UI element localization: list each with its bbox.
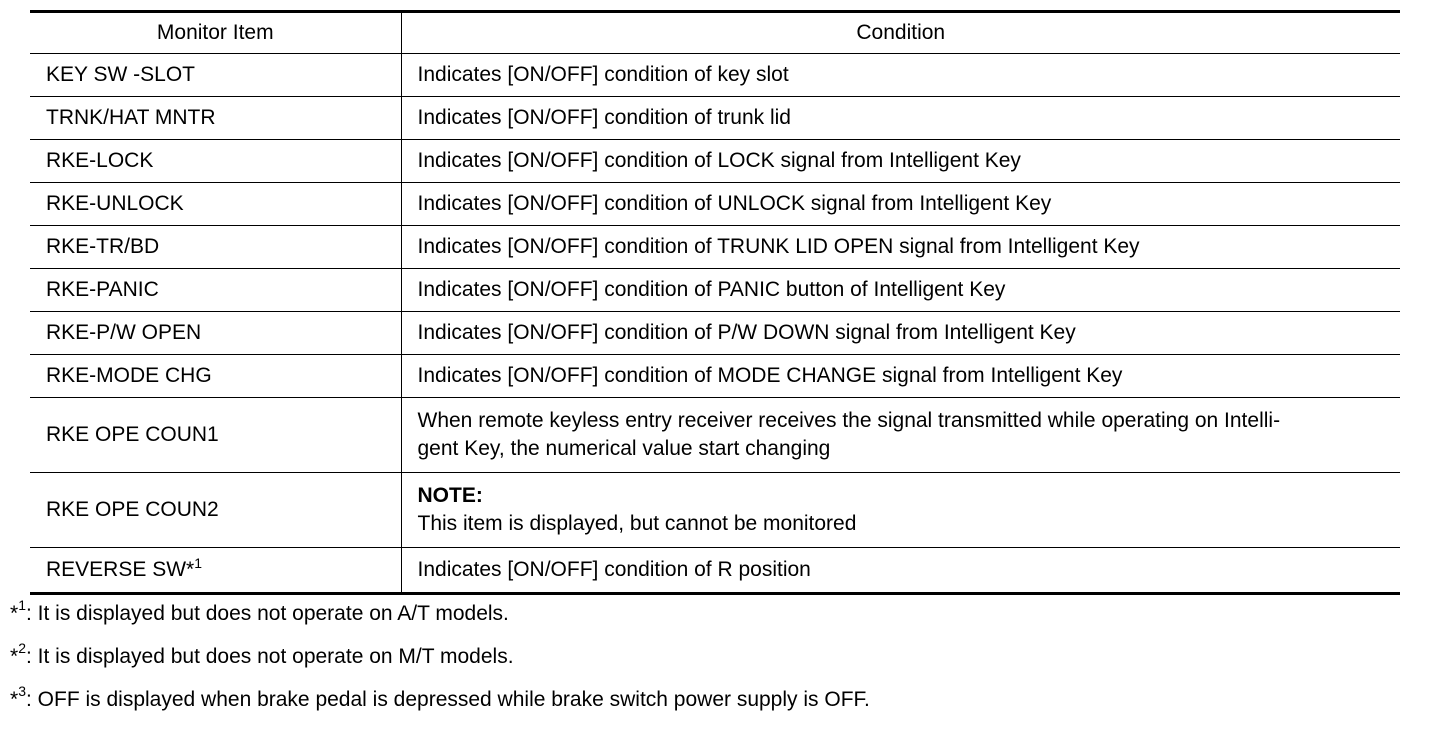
table-row: RKE-LOCK Indicates [ON/OFF] condition of… [30,139,1400,183]
table-row: RKE-PANIC Indicates [ON/OFF] condition o… [30,268,1400,312]
condition-cell: Indicates [ON/OFF] condition of R positi… [400,547,1400,595]
condition-cell: Indicates [ON/OFF] condition of P/W DOWN… [400,311,1400,355]
monitor-item-text: REVERSE SW* [46,558,195,581]
condition-cell: Indicates [ON/OFF] condition of key slot [400,53,1400,97]
table-row: RKE-UNLOCK Indicates [ON/OFF] condition … [30,182,1400,226]
table-row: RKE-P/W OPEN Indicates [ON/OFF] conditio… [30,311,1400,355]
monitor-item-cell: RKE OPE COUN1 [30,397,401,473]
table-row: RKE OPE COUN2 NOTE: This item is display… [30,472,1400,548]
monitor-item-cell: RKE-LOCK [30,139,401,183]
footnote-text: : OFF is displayed when brake pedal is d… [25,688,870,711]
condition-cell: When remote keyless entry receiver recei… [400,397,1400,473]
footnote: *2: It is displayed but does not operate… [10,640,870,686]
monitor-item-cell: RKE-PANIC [30,268,401,312]
footnote-mark: *2 [10,640,26,671]
condition-cell: Indicates [ON/OFF] condition of UNLOCK s… [400,182,1400,226]
header-monitor-item: Monitor Item [30,10,401,54]
condition-cell: Indicates [ON/OFF] condition of TRUNK LI… [400,225,1400,269]
table-row: RKE OPE COUN1 When remote keyless entry … [30,397,1400,473]
condition-cell: NOTE: This item is displayed, but cannot… [400,472,1400,548]
footnote-asterisk: * [10,645,19,668]
footnote-number: 2 [18,640,26,656]
condition-cell: Indicates [ON/OFF] condition of LOCK sig… [400,139,1400,183]
monitor-document: Monitor Item Condition KEY SW -SLOT Indi… [30,10,1400,595]
footnote-text: : It is displayed but does not operate o… [25,645,514,668]
monitor-table: Monitor Item Condition KEY SW -SLOT Indi… [30,10,1400,595]
table-row: TRNK/HAT MNTR Indicates [ON/OFF] conditi… [30,96,1400,140]
footnote-asterisk: * [10,688,19,711]
footnotes: *1: It is displayed but does not operate… [10,597,870,729]
condition-cell: Indicates [ON/OFF] condition of MODE CHA… [400,354,1400,398]
note-text: This item is displayed, but cannot be mo… [417,512,857,535]
monitor-item-cell: RKE-TR/BD [30,225,401,269]
footnote-asterisk: * [10,602,19,625]
footnote-number: 1 [18,597,26,613]
condition-cell: Indicates [ON/OFF] condition of PANIC bu… [400,268,1400,312]
monitor-item-cell: KEY SW -SLOT [30,53,401,97]
table-row: KEY SW -SLOT Indicates [ON/OFF] conditio… [30,53,1400,97]
footnote-text: : It is displayed but does not operate o… [25,602,509,625]
monitor-item-cell: RKE-P/W OPEN [30,311,401,355]
monitor-item-cell: RKE-UNLOCK [30,182,401,226]
footnote-ref: 1 [194,555,202,571]
note-label: NOTE: [417,484,483,507]
table-header-row: Monitor Item Condition [30,10,1400,54]
condition-line: When remote keyless entry receiver recei… [417,409,1281,432]
monitor-item-cell: RKE OPE COUN2 [30,472,401,548]
footnote-mark: *3 [10,683,26,714]
footnote: *3: OFF is displayed when brake pedal is… [10,683,870,729]
table-row: RKE-MODE CHG Indicates [ON/OFF] conditio… [30,354,1400,398]
monitor-item-cell: TRNK/HAT MNTR [30,96,401,140]
condition-line: gent Key, the numerical value start chan… [417,437,831,460]
footnote-number: 3 [18,683,26,699]
table-row: REVERSE SW*1 Indicates [ON/OFF] conditio… [30,547,1400,595]
footnote: *1: It is displayed but does not operate… [10,597,870,643]
table-row: RKE-TR/BD Indicates [ON/OFF] condition o… [30,225,1400,269]
header-condition: Condition [400,10,1400,54]
condition-cell: Indicates [ON/OFF] condition of trunk li… [400,96,1400,140]
monitor-item-cell: RKE-MODE CHG [30,354,401,398]
monitor-item-cell: REVERSE SW*1 [30,547,401,595]
footnote-mark: *1 [10,597,26,628]
